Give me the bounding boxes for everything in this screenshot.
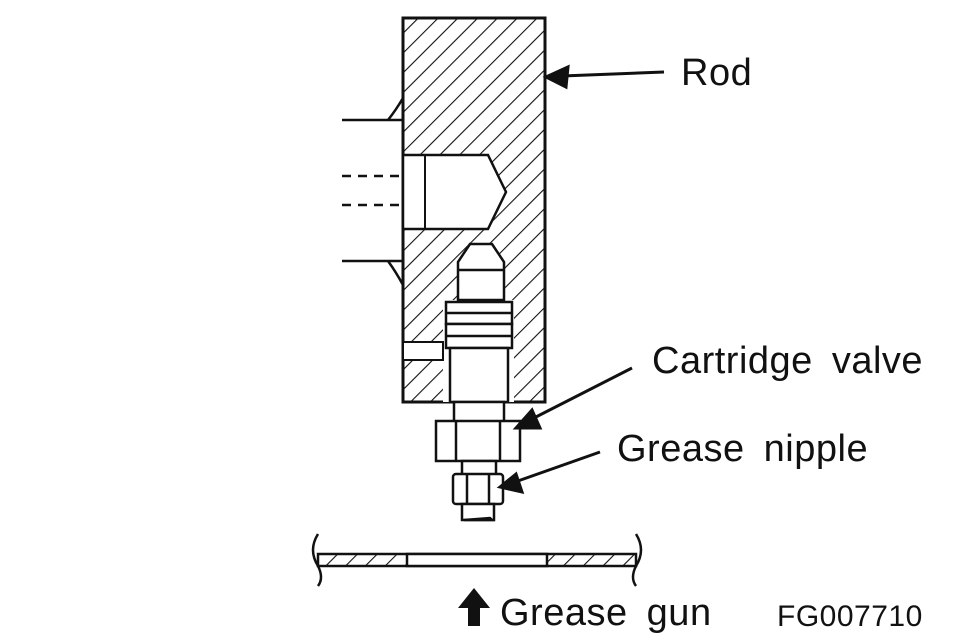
leader-arrows <box>496 64 665 495</box>
label-grease-gun: Grease gun <box>500 592 712 634</box>
label-cartridge-valve: Cartridge valve <box>652 340 924 382</box>
label-grease-nipple: Grease nipple <box>617 428 869 470</box>
up-arrow-icon <box>458 588 490 626</box>
label-rod: Rod <box>681 52 753 94</box>
grease-nipple <box>451 472 505 522</box>
cartridge-valve <box>434 268 522 477</box>
figure-code: FG007710 <box>777 600 923 633</box>
rod-connection-lines <box>342 97 405 286</box>
grease-gun-plate <box>311 533 643 587</box>
